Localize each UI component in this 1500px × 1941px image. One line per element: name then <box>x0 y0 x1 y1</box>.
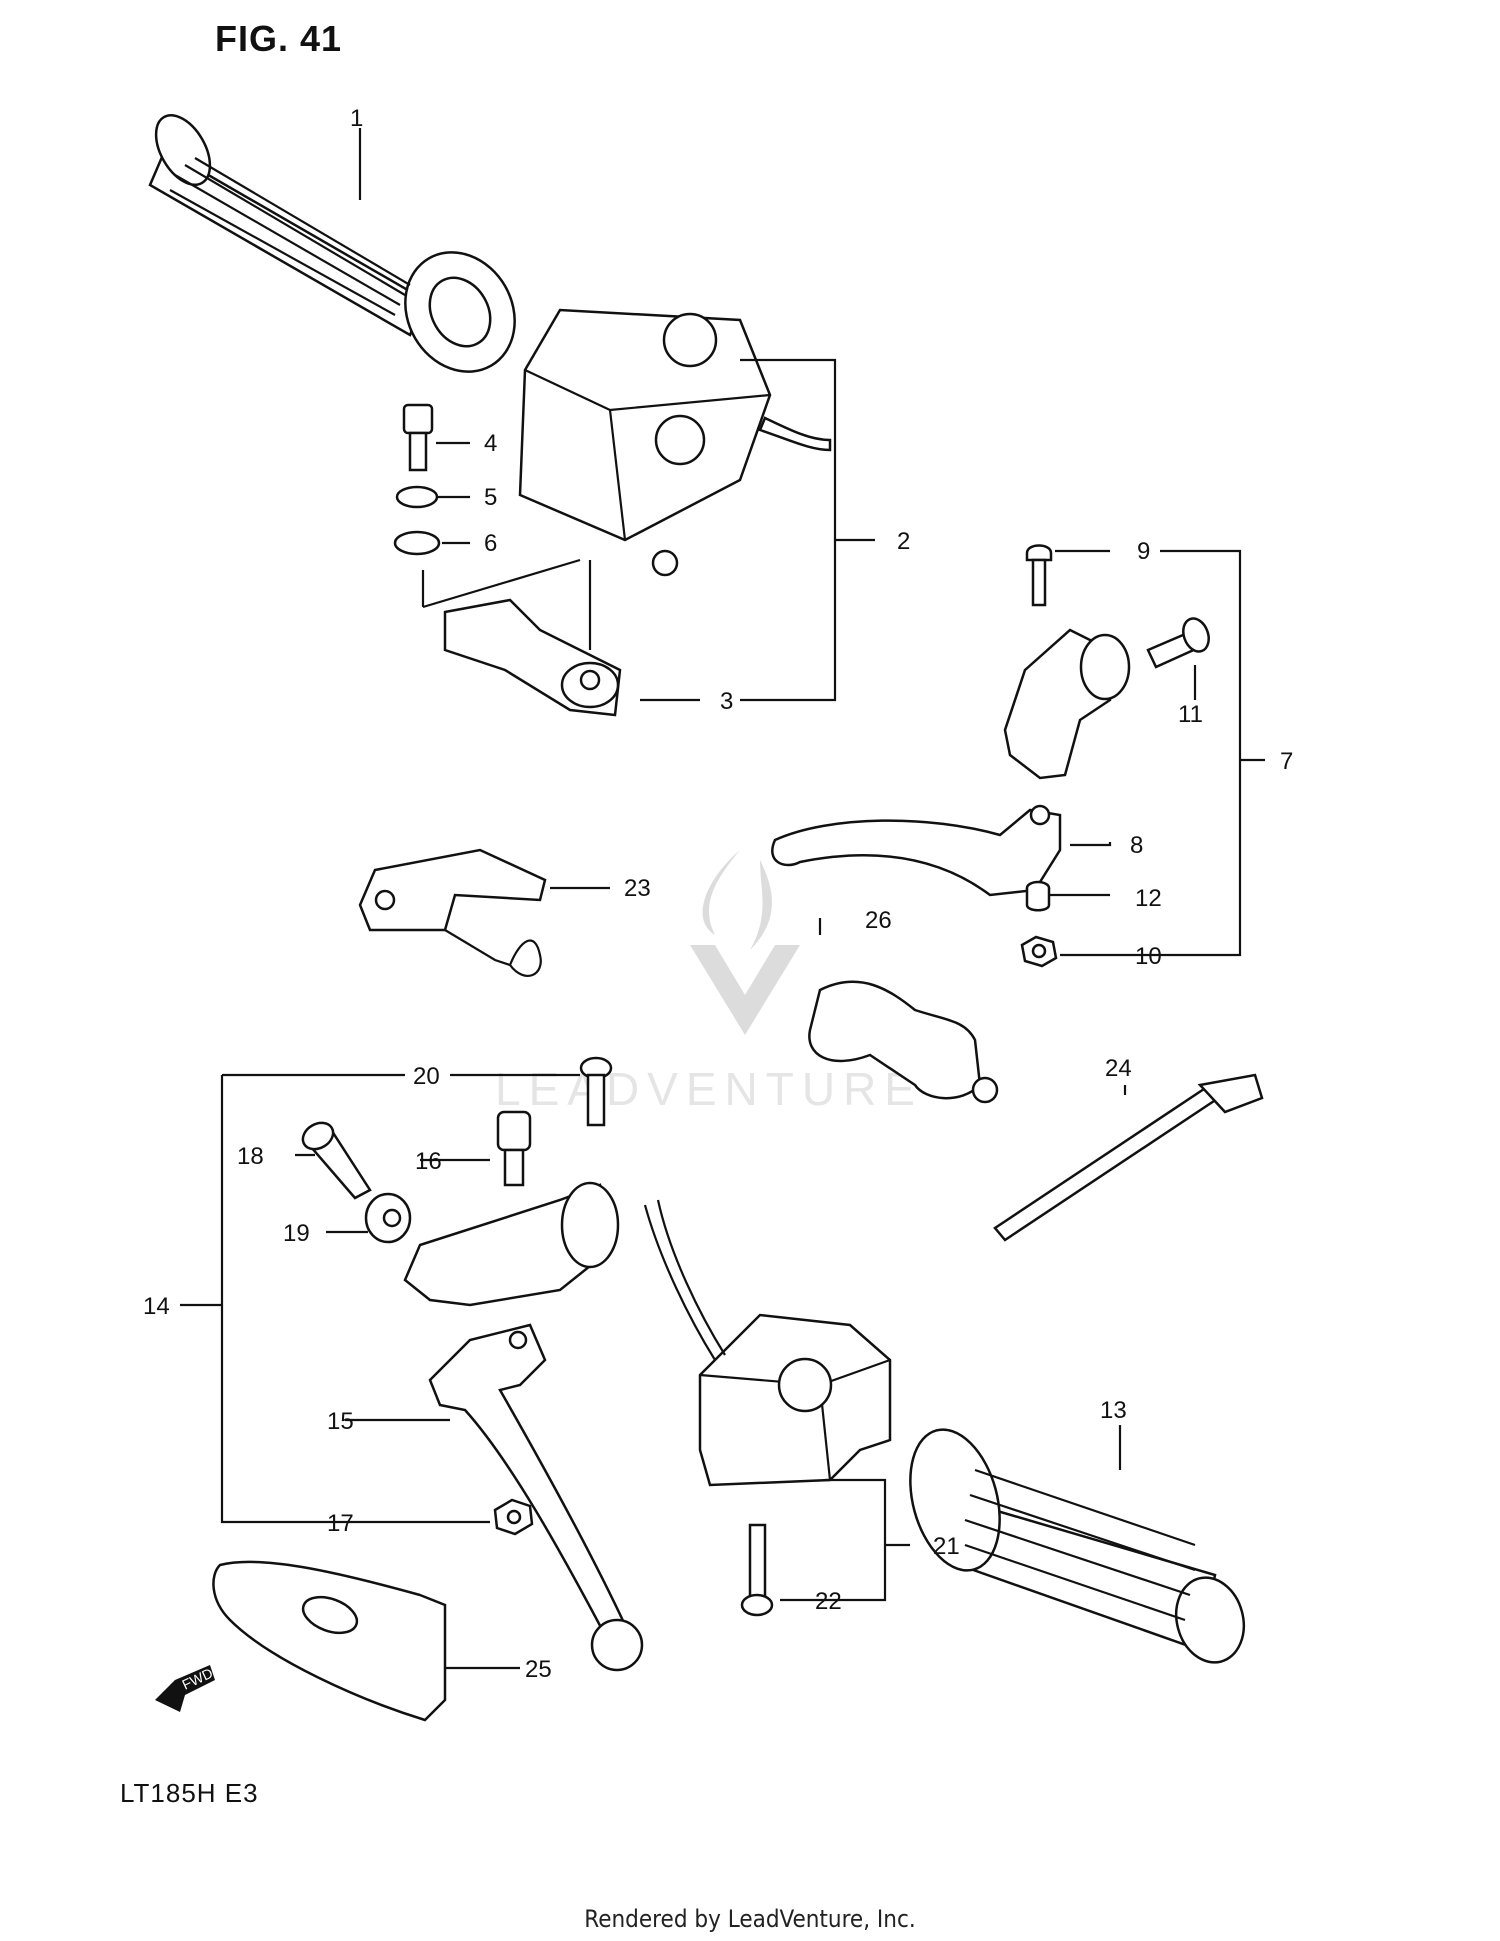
part-16-bolt <box>496 1110 532 1187</box>
part-10-nut <box>1020 935 1058 968</box>
part-26-lever-cover <box>808 980 999 1104</box>
callout-7: 7 <box>1280 748 1293 775</box>
watermark-text: LEADVENTURE <box>495 1063 923 1115</box>
callout-18: 18 <box>237 1143 264 1170</box>
footer-credit: Rendered by LeadVenture, Inc. <box>584 1905 916 1933</box>
callout-4: 4 <box>484 430 497 457</box>
callout-22: 22 <box>815 1588 842 1615</box>
part-5-lock-washer <box>395 485 439 509</box>
part-19-locknut <box>364 1192 412 1244</box>
part-6-washer <box>393 530 441 556</box>
callout-13: 13 <box>1100 1397 1127 1424</box>
watermark: LEADVENTURE <box>495 850 923 1115</box>
part-8-brake-lever <box>771 804 1062 897</box>
callout-2: 2 <box>897 528 910 555</box>
callout-8: 8 <box>1130 832 1143 859</box>
callout-17: 17 <box>327 1510 354 1537</box>
callout-3: 3 <box>720 688 733 715</box>
part-15-clutch-lever <box>428 1323 644 1672</box>
part-17-nut <box>493 1498 534 1536</box>
callout-19: 19 <box>283 1220 310 1247</box>
callout-11: 11 <box>1178 701 1203 728</box>
callout-9: 9 <box>1137 538 1150 565</box>
callout-25: 25 <box>525 1656 552 1683</box>
part-21-switch-housing <box>643 1199 892 1487</box>
callout-24: 24 <box>1105 1055 1132 1082</box>
callout-5: 5 <box>484 484 497 511</box>
callout-15: 15 <box>327 1408 354 1435</box>
callout-14: 14 <box>143 1293 170 1320</box>
callout-6: 6 <box>484 530 497 557</box>
callout-26: 26 <box>865 907 892 934</box>
part-9-screw <box>1025 544 1053 607</box>
part-18-adjuster-screw <box>301 1121 372 1200</box>
callout-16: 16 <box>415 1148 442 1175</box>
callout-labels: 1 2 3 4 5 6 7 8 9 10 11 12 13 14 15 16 1… <box>143 105 1293 1683</box>
part-13-right-grip <box>909 1428 1246 1664</box>
figure-title: FIG. 41 <box>215 18 343 59</box>
part-23-bracket <box>358 848 547 977</box>
model-code: LT185H E3 <box>120 1778 259 1808</box>
fwd-arrow-icon: FWD <box>155 1665 215 1712</box>
part-7-lever-bracket <box>1003 628 1131 780</box>
part-4-bolt <box>402 403 434 472</box>
part-24-cable-tie <box>993 1073 1264 1242</box>
callout-20: 20 <box>413 1063 440 1090</box>
part-22-screw <box>740 1523 774 1617</box>
part-1-left-grip <box>148 114 516 373</box>
callout-21: 21 <box>933 1533 960 1560</box>
part-12-collar <box>1025 880 1051 912</box>
callout-1: 1 <box>350 105 363 132</box>
callout-23: 23 <box>624 875 651 902</box>
part-14-clutch-bracket <box>403 1181 620 1307</box>
callout-12: 12 <box>1135 885 1162 912</box>
part-25-lever-guard <box>212 1560 447 1722</box>
part-3-throttle-lever <box>421 558 622 717</box>
part-2-throttle-housing <box>518 308 832 577</box>
callout-10: 10 <box>1135 943 1162 970</box>
part-11-adjuster-bolt <box>1146 617 1210 669</box>
leader-lines <box>180 128 1265 1670</box>
part-20-screw <box>579 1056 613 1127</box>
